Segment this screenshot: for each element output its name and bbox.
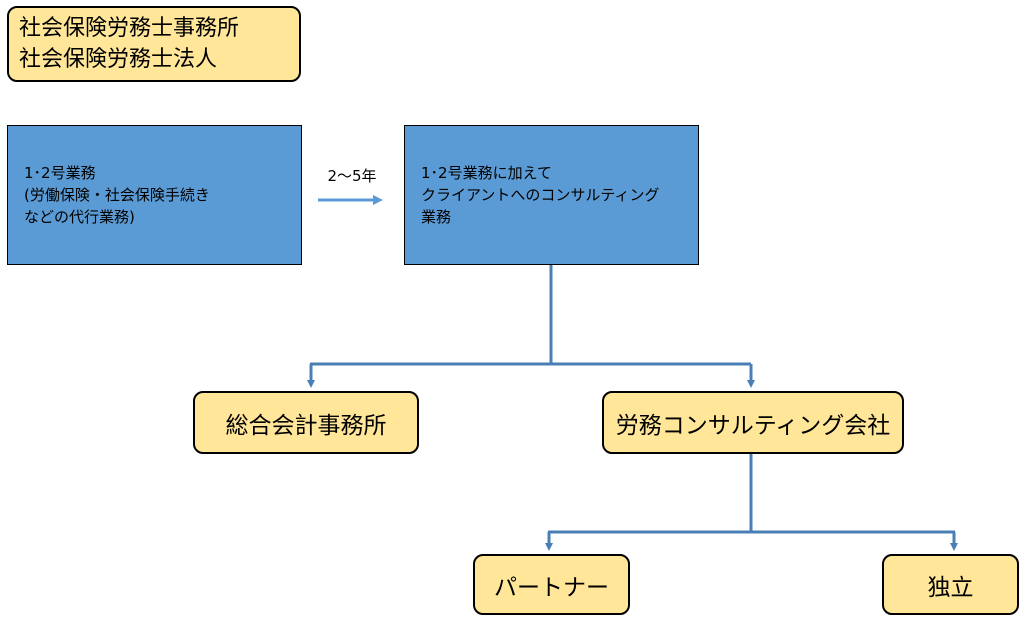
extended-services-line-2: クライアントへのコンサルティング	[421, 186, 660, 204]
accounting-firm-label: 総合会計事務所	[225, 412, 387, 439]
title-box: 社会保険労務士事務所 社会保険労務士法人	[7, 6, 301, 82]
labor-consulting-company-label: 労務コンサルティング会社	[615, 412, 891, 439]
independent-label: 独立	[927, 574, 974, 601]
basic-services-line-2: (労働保険・社会保険手続き	[24, 186, 210, 204]
accounting-firm-box: 総合会計事務所	[193, 391, 419, 454]
basic-services-box: 1･2号業務 (労働保険・社会保険手続き などの代行業務)	[7, 125, 302, 265]
labor-consulting-company-box: 労務コンサルティング会社	[602, 391, 904, 454]
title-line-1: 社会保険労務士事務所	[19, 16, 240, 41]
basic-services-line-1: 1･2号業務	[24, 164, 96, 182]
extended-services-box: 1･2号業務に加えて クライアントへのコンサルティング 業務	[404, 125, 699, 265]
extended-services-line-1: 1･2号業務に加えて	[421, 164, 552, 182]
extended-services-line-3: 業務	[421, 208, 452, 226]
transition-label: 2～5年	[327, 167, 377, 185]
independent-box: 独立	[882, 554, 1019, 615]
partner-label: パートナー	[494, 574, 609, 601]
title-line-2: 社会保険労務士法人	[19, 47, 218, 72]
partner-box: パートナー	[473, 554, 630, 615]
basic-services-line-3: などの代行業務)	[24, 208, 135, 226]
